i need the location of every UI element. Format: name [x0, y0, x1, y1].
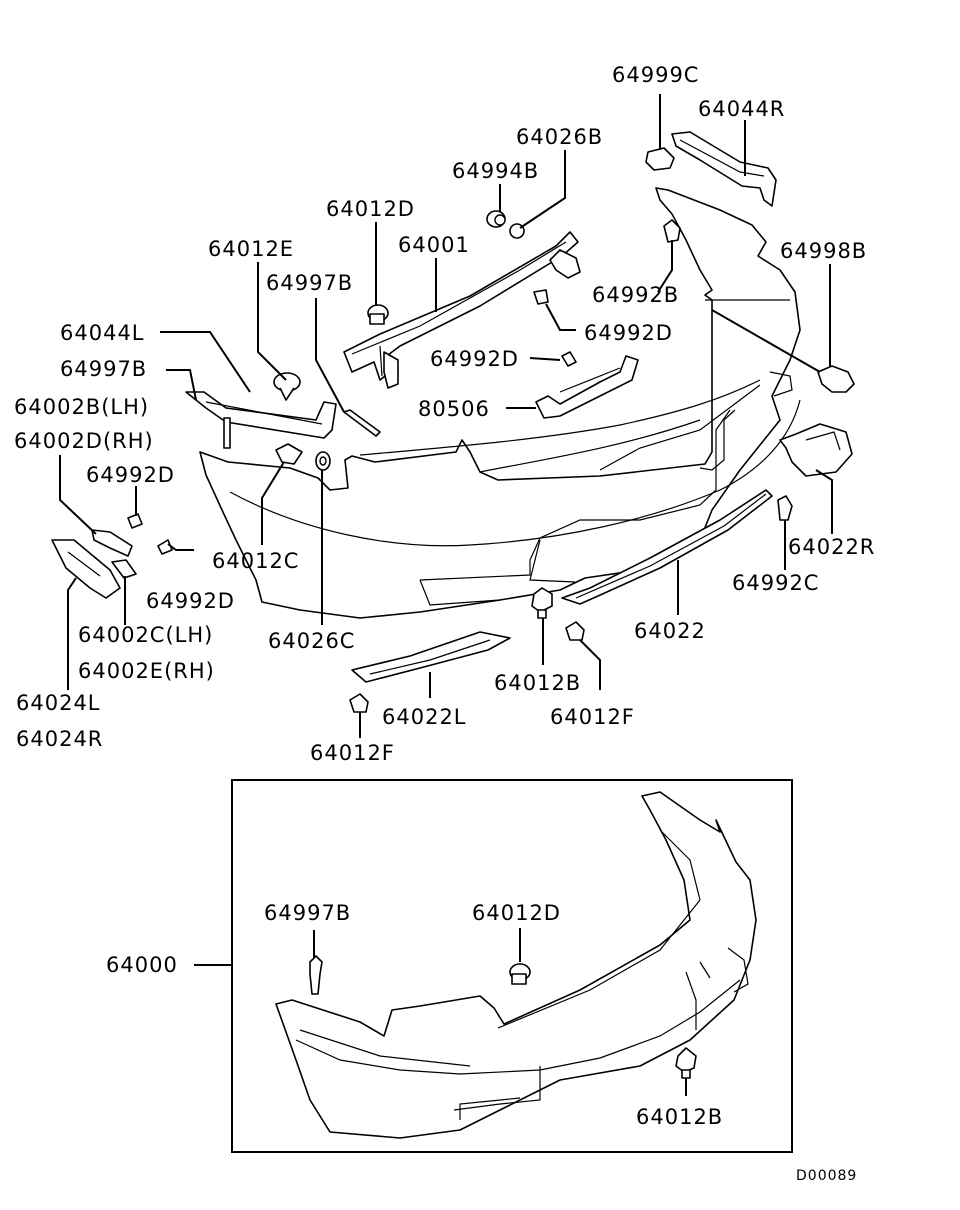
label-64012E: 64012E: [208, 237, 294, 261]
part-64024-side-cover: [51, 539, 121, 599]
label-64001: 64001: [398, 233, 470, 257]
label-64024L: 64024L: [16, 691, 101, 715]
part-64012D-clip-box: [509, 963, 531, 985]
part-64044R-bracket: [671, 131, 777, 207]
part-64992D-screw-left: [127, 513, 143, 529]
label-64026B: 64026B: [516, 125, 603, 149]
label-64022L: 64022L: [382, 705, 467, 729]
label-64012D-box: 64012D: [472, 901, 561, 925]
part-64992C-screw: [777, 495, 793, 521]
label-64012B-box: 64012B: [636, 1105, 723, 1129]
assembled-bumper: [275, 791, 757, 1139]
part-64992D-screw-mid: [561, 351, 577, 367]
label-64012D-top: 64012D: [326, 197, 415, 221]
label-64992B: 64992B: [592, 283, 679, 307]
label-80506: 80506: [418, 397, 490, 421]
label-64998B: 64998B: [780, 239, 867, 263]
label-64002C-LH: 64002C(LH): [78, 623, 213, 647]
part-64002-bracket-upper: [91, 529, 133, 557]
label-64044R: 64044R: [698, 97, 785, 121]
reference-code: D00089: [796, 1168, 857, 1184]
label-64992D-right: 64992D: [584, 321, 673, 345]
label-64997B-left: 64997B: [60, 357, 147, 381]
label-64000: 64000: [106, 953, 178, 977]
label-64992C: 64992C: [732, 571, 819, 595]
part-64012E-clip: [273, 372, 301, 401]
part-64992D-screw-low: [157, 539, 173, 555]
label-64002D-RH: 64002D(RH): [14, 429, 154, 453]
part-64992B-screw: [663, 219, 681, 243]
part-64022-strip: [561, 489, 773, 605]
label-64022R: 64022R: [788, 535, 875, 559]
part-64012F-clip-right: [565, 621, 585, 641]
bumper-cover: [199, 187, 801, 619]
label-64012B-top: 64012B: [494, 671, 581, 695]
part-64997B-pin-left: [223, 417, 231, 449]
part-64026C-grommet: [315, 451, 331, 471]
label-64012F-right: 64012F: [550, 705, 635, 729]
label-64997B-box: 64997B: [264, 901, 351, 925]
label-64002B-LH: 64002B(LH): [14, 395, 149, 419]
part-64022L-strip: [351, 631, 511, 683]
part-64002-bracket-lower: [111, 559, 137, 579]
part-64022R-cover: [779, 423, 853, 477]
label-64994B: 64994B: [452, 159, 539, 183]
part-64998B-screw: [817, 365, 855, 393]
assembly-frame: [194, 779, 793, 1153]
part-64012D-clip: [367, 304, 389, 325]
part-64012B-clip: [531, 587, 553, 619]
part-64992D-screw-right: [533, 289, 549, 305]
part-64012C-clip: [275, 443, 303, 465]
part-64999C-clip: [645, 147, 675, 171]
label-64044L: 64044L: [60, 321, 145, 345]
part-64012B-clip-box: [675, 1047, 697, 1079]
label-64997B-top: 64997B: [266, 271, 353, 295]
leader-lines-lower: [313, 928, 687, 1096]
label-64999C: 64999C: [612, 63, 699, 87]
part-labels: 64999C 64044R 64026B 64994B 64012D 64001…: [14, 63, 875, 1184]
part-64997B-pin-box: [309, 955, 323, 995]
leader-lines-upper: [59, 94, 833, 738]
label-64002E-RH: 64002E(RH): [78, 659, 215, 683]
label-64022: 64022: [634, 619, 706, 643]
label-64012C: 64012C: [212, 549, 299, 573]
label-64012F-left: 64012F: [310, 741, 395, 765]
part-64001-reinforcement: [343, 231, 581, 389]
part-64012F-clip-left: [349, 693, 369, 713]
label-64992D-mid: 64992D: [430, 347, 519, 371]
label-64992D-left: 64992D: [86, 463, 175, 487]
label-64026C: 64026C: [268, 629, 355, 653]
part-80506-bracket: [535, 355, 639, 419]
part-64044L-bracket: [185, 391, 337, 439]
label-64024R: 64024R: [16, 727, 103, 751]
part-64994B-clip: [486, 210, 506, 228]
label-64992D-low: 64992D: [146, 589, 235, 613]
part-64997B-pin: [343, 409, 381, 437]
